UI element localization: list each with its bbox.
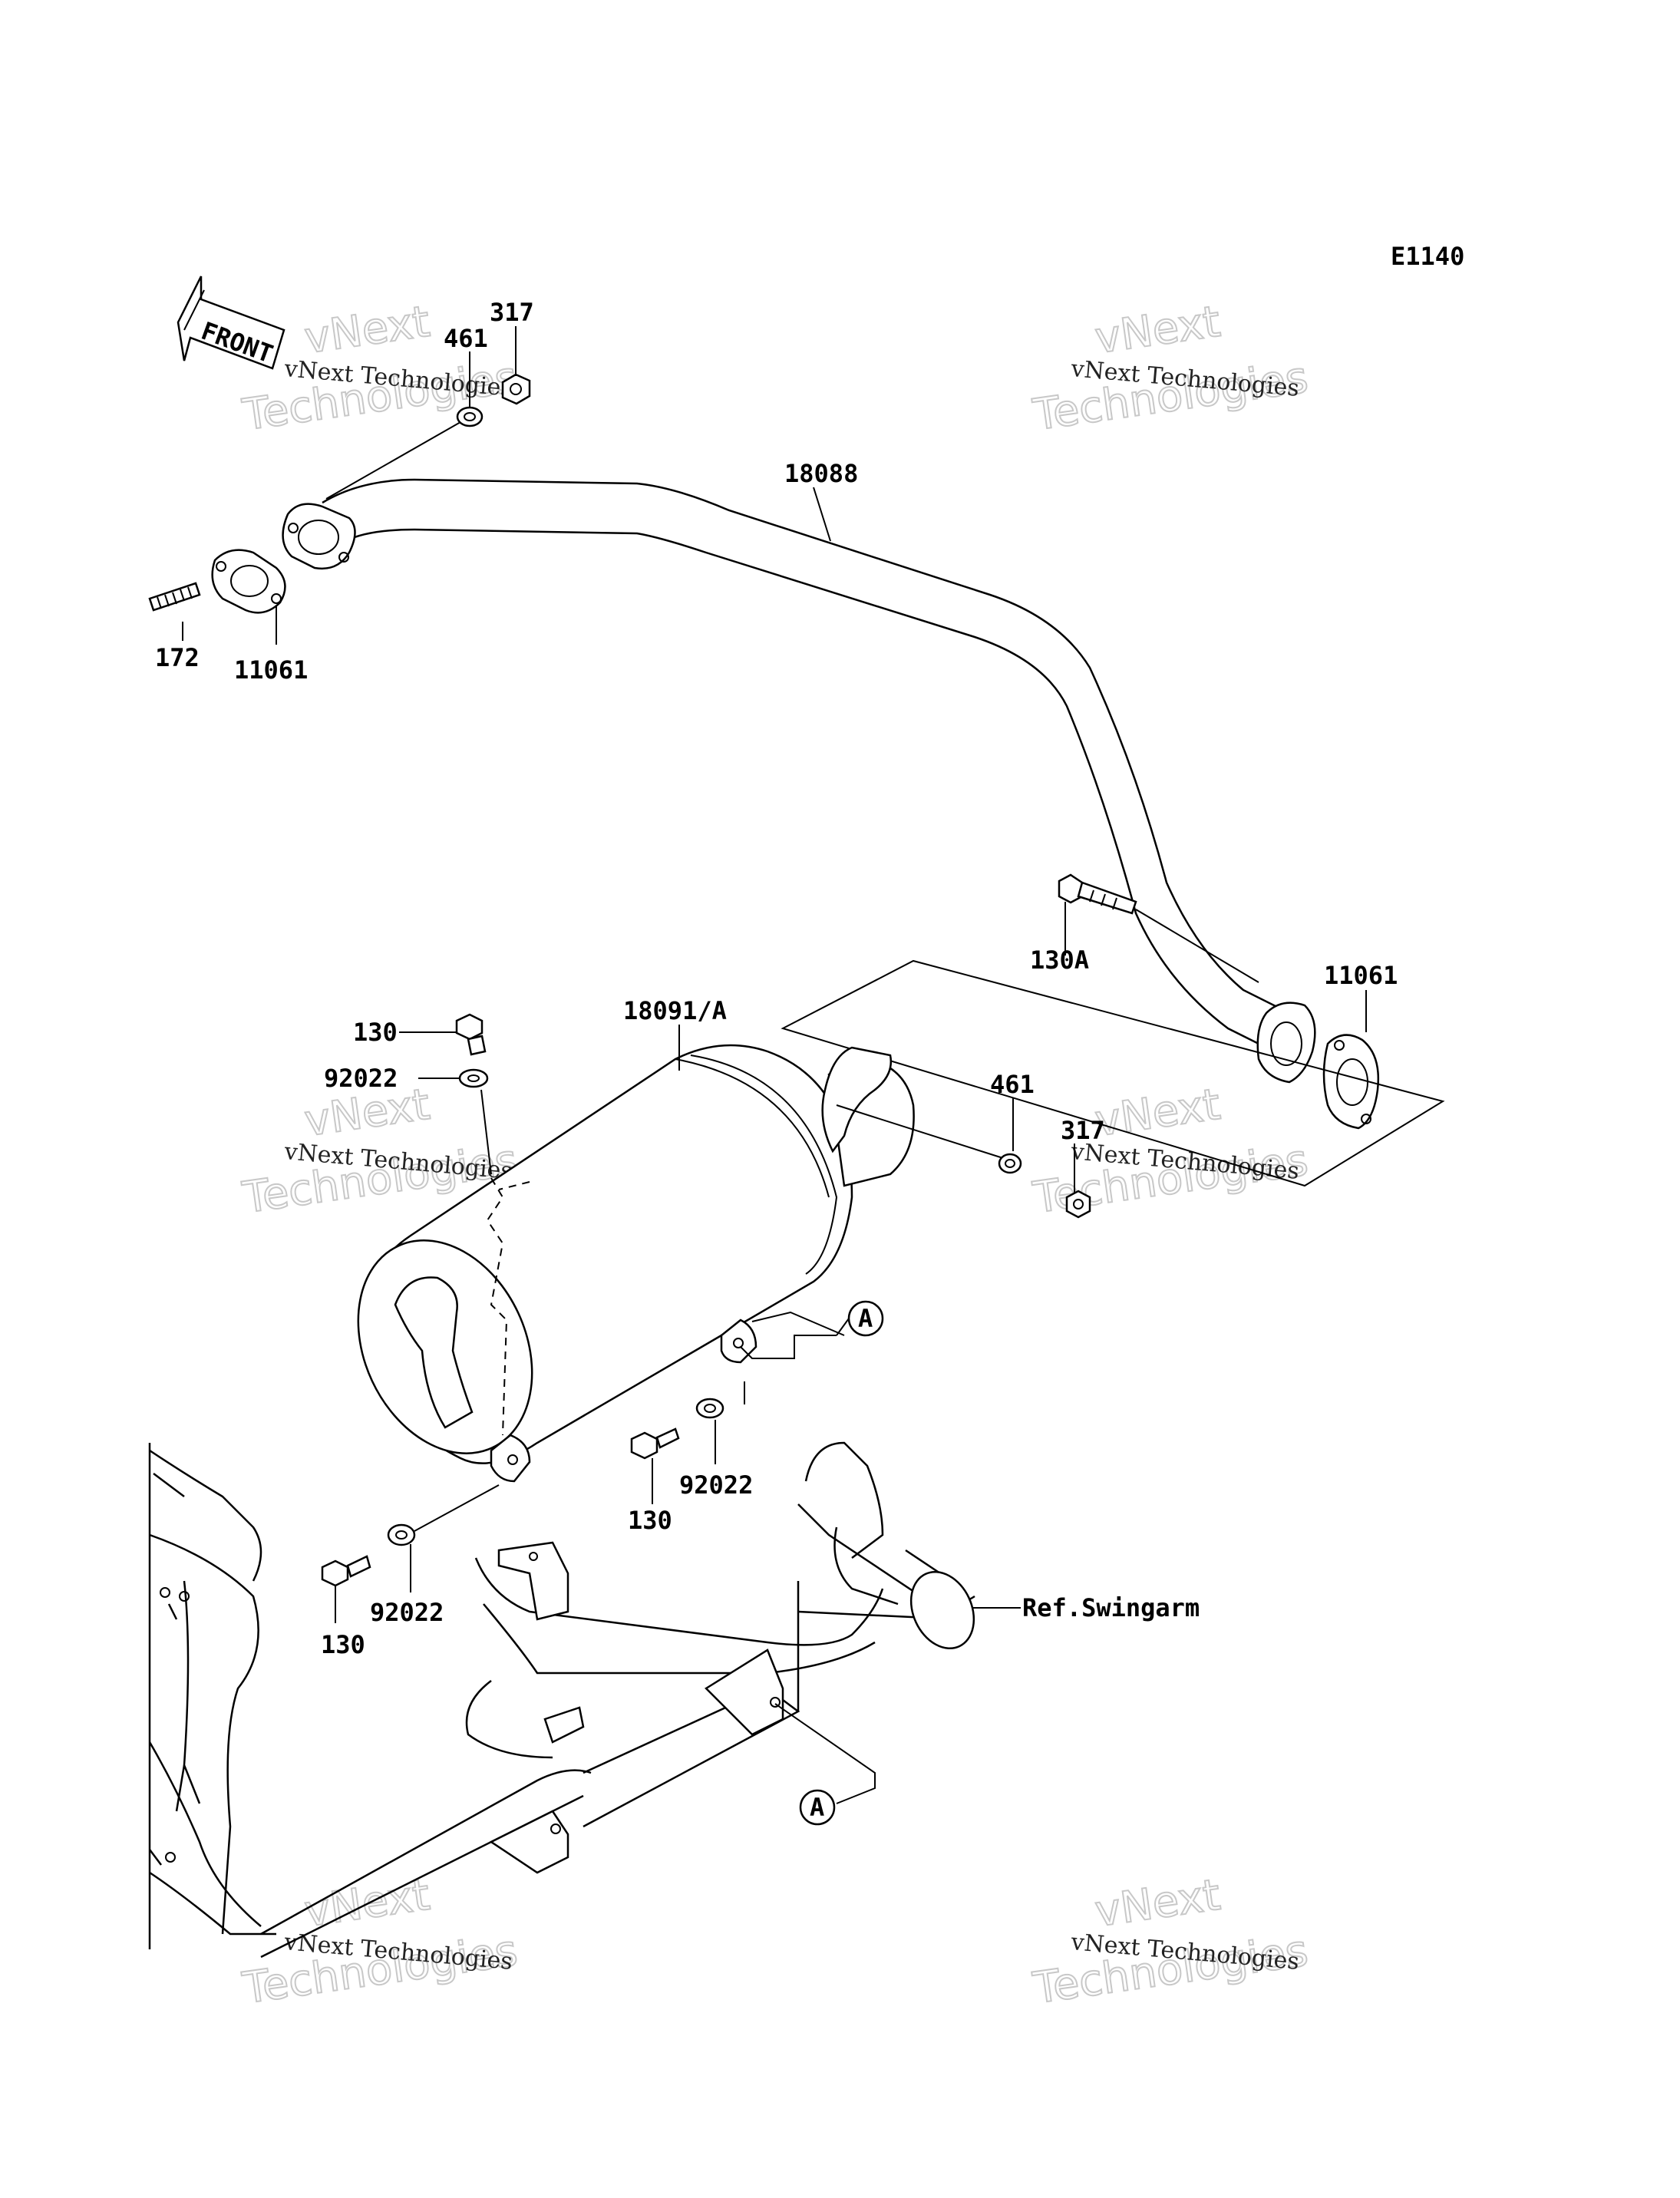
label-92022-top: 92022: [324, 1064, 398, 1093]
bolt-130-mid: [630, 1427, 680, 1460]
svg-text:A: A: [810, 1793, 824, 1822]
exhaust-pipe-18088: [282, 478, 1316, 1084]
frame-swingarm: [148, 1441, 975, 1959]
bolt-130A: [1058, 873, 1259, 983]
svg-text:A: A: [858, 1304, 873, 1333]
washer-92022-top: [458, 1068, 489, 1088]
label-130-mid: 130: [628, 1506, 672, 1535]
label-ref-swingarm: Ref.Swingarm: [1022, 1593, 1200, 1622]
label-130A: 130A: [1030, 946, 1089, 975]
watermark-bottom-left: vNext Technologies vNext Technologies: [239, 1870, 521, 2015]
stud-172: [148, 582, 201, 612]
label-92022-low: 92022: [370, 1598, 444, 1627]
watermark-top-right: vNext Technologies vNext Technologies: [1029, 296, 1312, 441]
label-317-top: 317: [490, 298, 534, 327]
label-317-mid: 317: [1061, 1116, 1105, 1145]
svg-text:vNext: vNext: [302, 297, 433, 364]
washer-92022-low: [387, 1523, 416, 1546]
diagram-id: E1140: [1391, 242, 1464, 271]
bolt-130-low: [321, 1555, 371, 1587]
svg-text:vNext: vNext: [1092, 297, 1223, 364]
label-11061-right: 11061: [1324, 961, 1398, 990]
muffler-18091A: [357, 1044, 915, 1483]
callout-a-upper: A: [740, 1300, 884, 1359]
gasket-11061-left: [211, 549, 286, 614]
watermark-bottom-right: vNext Technologies vNext Technologies: [1029, 1870, 1312, 2015]
label-461-top: 461: [444, 324, 488, 353]
nut-317-mid: [1065, 1190, 1091, 1219]
label-461-mid: 461: [990, 1070, 1035, 1099]
label-18091A: 18091/A: [623, 996, 727, 1025]
washer-461-mid: [998, 1153, 1022, 1174]
label-130-top: 130: [353, 1018, 398, 1047]
label-92022-mid: 92022: [679, 1470, 753, 1500]
bolt-130-top: [455, 1013, 487, 1056]
label-18088: 18088: [784, 459, 858, 488]
nut-317-top: [501, 373, 531, 405]
washer-92022-mid: [695, 1398, 724, 1419]
label-172: 172: [155, 643, 200, 672]
callout-a-lower: A: [774, 1703, 876, 1826]
svg-text:vNext: vNext: [1092, 1080, 1223, 1147]
washer-461-top: [456, 406, 484, 427]
watermark-mid-left: vNext Technologies vNext Technologies: [239, 1079, 521, 1224]
label-130-low: 130: [321, 1630, 365, 1659]
front-arrow-icon: FRONT: [177, 276, 286, 370]
svg-text:vNext: vNext: [1092, 1870, 1223, 1937]
watermark-top-left: vNext Technologies vNext Technologies: [239, 296, 521, 441]
label-11061-left: 11061: [234, 655, 308, 685]
